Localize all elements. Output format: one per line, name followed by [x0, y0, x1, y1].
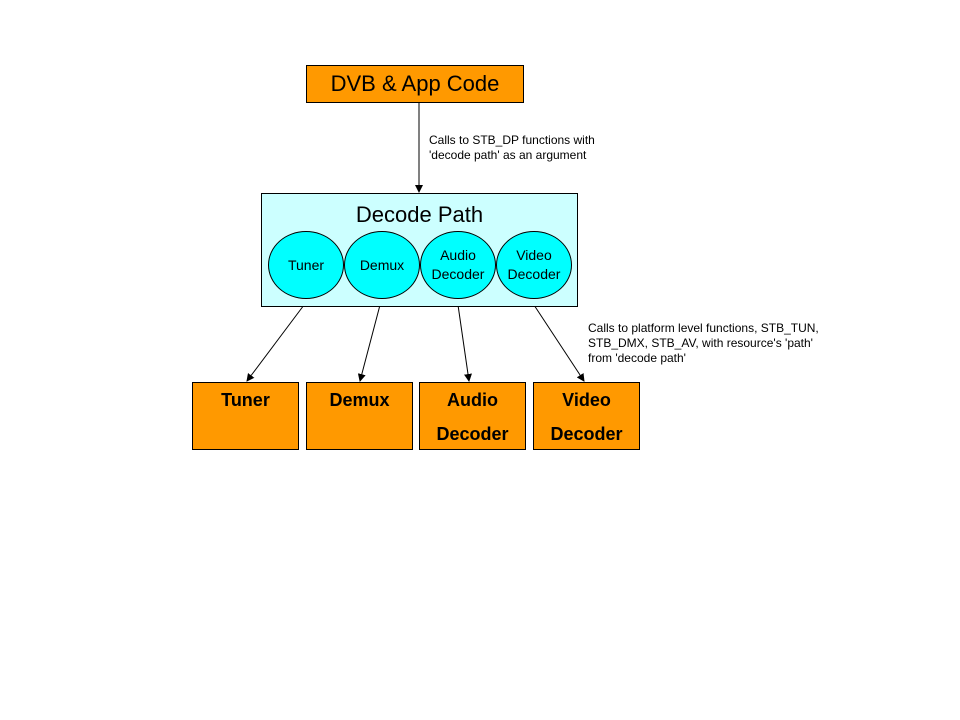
resource-video-decoder: Video Decoder	[533, 382, 640, 450]
annotation-platform-calls: Calls to platform level functions, STB_T…	[588, 321, 819, 365]
component-demux: Demux	[344, 231, 420, 299]
component-audio-decoder: Audio Decoder	[420, 231, 496, 299]
decode-path-box: Decode Path Tuner Demux Audio Decoder Vi…	[261, 193, 578, 307]
component-video-decoder: Video Decoder	[496, 231, 572, 299]
arrow-demux	[357, 304, 381, 382]
decode-path-title: Decode Path	[355, 202, 484, 227]
dvb-app-code-box: DVB & App Code	[306, 65, 524, 103]
dvb-app-code-label: DVB & App Code	[330, 71, 500, 96]
arrow-video-decoder	[533, 304, 585, 382]
arrow-audio-decoder	[457, 304, 472, 382]
annotation-stb-dp-calls: Calls to STB_DP functions with 'decode p…	[429, 133, 595, 162]
resource-demux: Demux	[306, 382, 413, 450]
resource-audio-decoder: Audio Decoder	[419, 382, 526, 450]
resource-tuner: Tuner	[192, 382, 299, 450]
component-tuner: Tuner	[268, 231, 344, 299]
arrow-tuner	[246, 304, 305, 382]
